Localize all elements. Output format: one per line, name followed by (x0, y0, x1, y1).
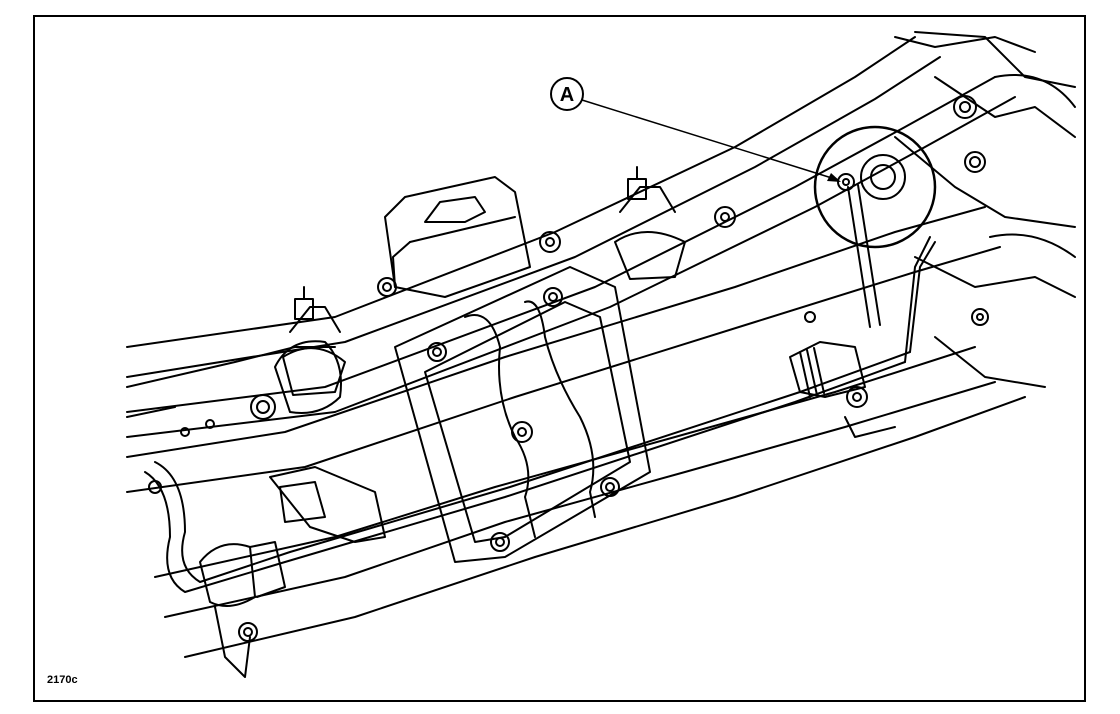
stabilizer-link (837, 154, 906, 328)
mounting-bolts (148, 308, 989, 494)
suspension-crossmember-drawing: A (126, 31, 1076, 678)
diagram-frame: A 2170c (33, 15, 1086, 702)
callout-a-label: A (560, 84, 574, 106)
rear-knuckle-structure (894, 31, 1076, 388)
left-stabilizer-bushing (199, 541, 286, 678)
crossmember-beam (126, 206, 1026, 658)
stabilizer-bar (144, 236, 936, 593)
lower-control-arm (126, 340, 342, 437)
right-upper-bushing (614, 166, 736, 280)
left-upper-bushing (282, 286, 346, 396)
left-floor-bracket (269, 466, 386, 543)
center-skid-plate (394, 266, 651, 563)
upper-mount-bracket (377, 176, 561, 298)
figure-id: 2170c (47, 674, 78, 686)
detail-circle (813, 125, 937, 249)
callout-a: A (550, 77, 841, 182)
right-stabilizer-bushing (789, 341, 896, 438)
